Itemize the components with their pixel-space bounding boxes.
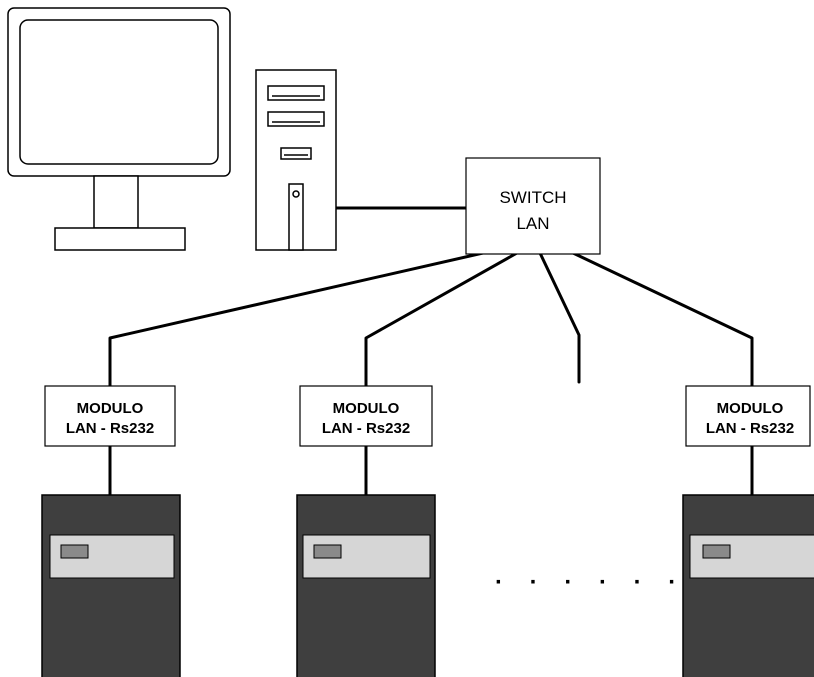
pc-floppy-bay xyxy=(280,147,312,160)
switch-label-line1: SWITCH xyxy=(499,188,566,207)
device-1-icon xyxy=(41,494,181,677)
switch-to-module-2-line xyxy=(364,251,519,388)
pc-tower-icon xyxy=(255,69,337,251)
module-box-3: MODULO LAN - Rs232 xyxy=(685,385,811,447)
module-box-2: MODULO LAN - Rs232 xyxy=(299,385,433,447)
switch-to-module-3-line xyxy=(571,251,754,388)
device-2-body xyxy=(296,494,436,677)
module-1-label-line1: MODULO xyxy=(77,400,144,417)
more-devices-ellipsis: · · · · · · xyxy=(495,569,686,596)
connection-lines xyxy=(108,206,754,497)
switch-to-module-1-line xyxy=(108,251,485,388)
device-1-panel xyxy=(49,534,175,579)
device-2-indicator xyxy=(313,544,342,559)
device-1-indicator xyxy=(60,544,89,559)
switch-to-open-port-line xyxy=(538,251,581,384)
device-2-icon xyxy=(296,494,436,677)
device-1-body xyxy=(41,494,181,677)
module-box-1: MODULO LAN - Rs232 xyxy=(44,385,176,447)
monitor-icon xyxy=(7,7,231,251)
module-2-outline xyxy=(299,385,433,447)
device-3-icon xyxy=(682,494,814,677)
module-2-label-line1: MODULO xyxy=(333,400,400,417)
module-1-label-line2: LAN - Rs232 xyxy=(66,420,154,437)
module-3-label-line2: LAN - Rs232 xyxy=(706,420,794,437)
module-2-label-line2: LAN - Rs232 xyxy=(322,420,410,437)
switch-lan-box: SWITCH LAN xyxy=(465,157,601,255)
pc-drive-bay-2 xyxy=(267,111,325,127)
module-3-label-line1: MODULO xyxy=(717,400,784,417)
device-3-body xyxy=(682,494,814,677)
pc-drive-bay-1 xyxy=(267,85,325,101)
pc-power-button xyxy=(292,190,300,198)
monitor-screen xyxy=(19,19,219,165)
monitor-neck xyxy=(93,175,139,229)
switch-label-line2: LAN xyxy=(516,214,549,233)
module-3-outline xyxy=(685,385,811,447)
module-1-outline xyxy=(44,385,176,447)
monitor-stand xyxy=(54,227,186,251)
device-3-indicator xyxy=(702,544,731,559)
pc-power-panel xyxy=(288,183,304,251)
switch-box-outline xyxy=(465,157,601,255)
